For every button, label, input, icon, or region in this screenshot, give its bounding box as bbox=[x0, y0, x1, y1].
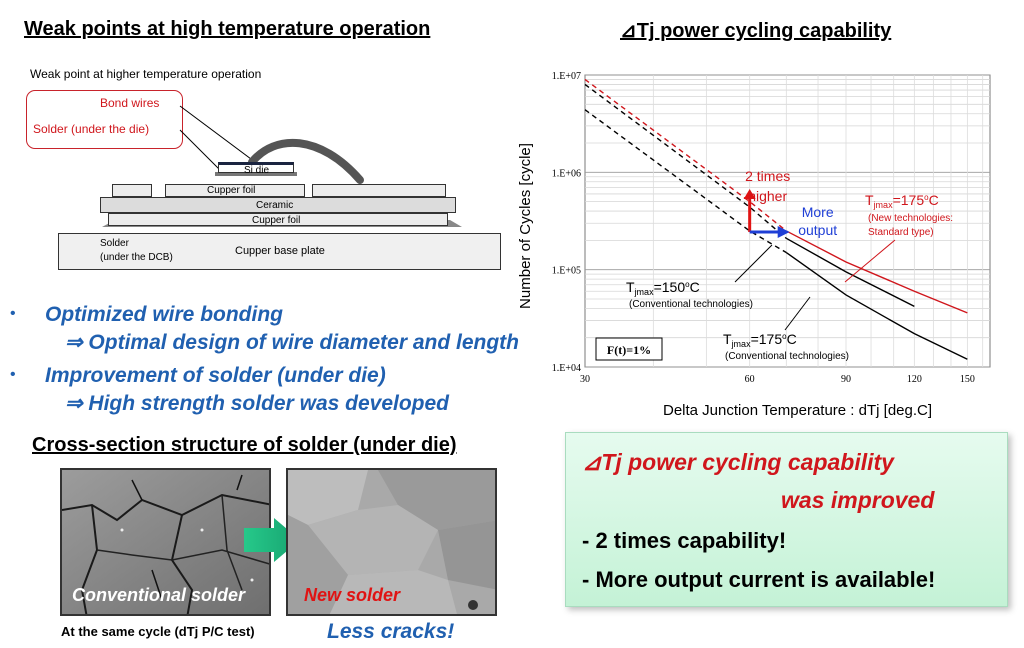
solder-dcb-label-1: Solder bbox=[100, 238, 129, 249]
copper-foil-right bbox=[312, 184, 446, 197]
series-2-extrapolation bbox=[584, 83, 787, 239]
solder-dcb-label-2: (under the DCB) bbox=[100, 252, 173, 263]
y-tick-label: 1.E+06 bbox=[552, 168, 581, 179]
low-series-title-sup: o bbox=[782, 332, 787, 341]
copper-foil-bottom bbox=[108, 213, 448, 226]
new-solder-label: New solder bbox=[304, 585, 401, 605]
more-output-arrowhead bbox=[777, 226, 790, 239]
conventional-solder-image bbox=[62, 470, 269, 614]
red-series-note-1: (New technologies: bbox=[868, 213, 953, 224]
red-series-title-post: =175 bbox=[893, 192, 925, 208]
x-tick-label: 150 bbox=[960, 374, 975, 385]
copper-foil-mid bbox=[165, 184, 305, 197]
two-times-arrowhead bbox=[743, 189, 756, 200]
low-series-title-post: =175 bbox=[751, 331, 783, 347]
series-1-line bbox=[785, 230, 968, 314]
ceramic-layer bbox=[100, 197, 456, 213]
f-label-box bbox=[595, 337, 663, 361]
left-title: Weak points at high temperature operatio… bbox=[24, 18, 431, 40]
bullet-2-main: Improvement of solder (under die) bbox=[45, 364, 386, 387]
summary-line-4: - More output current is available! bbox=[582, 567, 936, 592]
x-tick-label: 120 bbox=[907, 374, 922, 385]
red-series-title-unit: C bbox=[929, 192, 939, 208]
x-axis-label: Delta Junction Temperature : dTj [deg.C] bbox=[663, 402, 932, 419]
new-solder-image bbox=[288, 470, 495, 614]
mid-series-note: (Conventional technologies) bbox=[629, 299, 753, 310]
conventional-solder-label: Conventional solder bbox=[72, 585, 246, 605]
copper-foil-top-label: Cupper foil bbox=[207, 185, 256, 196]
low-series-title-sub: jmax bbox=[731, 339, 752, 349]
mid-series-title-post: =150 bbox=[654, 279, 686, 295]
ceramic-label: Ceramic bbox=[256, 200, 294, 211]
base-plate bbox=[58, 233, 501, 270]
bullet-1-marker: • bbox=[10, 305, 16, 322]
x-tick-label: 30 bbox=[580, 374, 590, 385]
mid-series-title-sub: jmax bbox=[634, 287, 655, 297]
red-series-title-sup: o bbox=[924, 193, 929, 202]
mid-series-title-sup: o bbox=[685, 280, 690, 289]
summary-line-3: - 2 times capability! bbox=[582, 528, 787, 553]
bullet-2-marker: • bbox=[10, 366, 16, 383]
two-times-label-2: higher bbox=[748, 188, 787, 204]
mid-series-title-unit: C bbox=[690, 279, 700, 295]
si-die-label: Si die bbox=[244, 165, 270, 176]
less-cracks-label: Less cracks! bbox=[327, 620, 455, 643]
two-times-label-1: 2 times bbox=[745, 168, 790, 184]
low-series-title-unit: C bbox=[787, 331, 797, 347]
power-cycling-chart: 1.E+04 1.E+05 1.E+06 1.E+07 30 60 90 120 150Delt… bbox=[517, 71, 991, 419]
f-label: F(t)=1% bbox=[607, 343, 651, 357]
series-2-line bbox=[785, 237, 915, 307]
same-cycle-note: At the same cycle (dTj P/C test) bbox=[61, 624, 255, 639]
base-plate-label: Cupper base plate bbox=[235, 245, 325, 257]
si-die bbox=[218, 162, 294, 173]
low-series-note: (Conventional technologies) bbox=[725, 351, 849, 362]
x-tick-label: 60 bbox=[745, 374, 755, 385]
copper-foil-bottom-label: Cupper foil bbox=[252, 215, 301, 226]
callout-bond-wires: Bond wires bbox=[100, 96, 160, 110]
more-output-label-1: More bbox=[802, 204, 834, 220]
diagram-caption: Weak point at higher temperature operati… bbox=[30, 67, 262, 81]
summary-line-1: ⊿Tj power cycling capability bbox=[582, 449, 894, 475]
summary-box: ⊿Tj power cycling capability was improve… bbox=[565, 432, 1008, 607]
bullet-2-sub: ⇒ High strength solder was developed bbox=[65, 392, 449, 415]
callout-solder: Solder (under the die) bbox=[33, 122, 150, 136]
new-solder-photo: New solder bbox=[286, 468, 497, 616]
bond-wire bbox=[248, 138, 364, 184]
bullet-1-sub: ⇒ Optimal design of wire diameter and le… bbox=[65, 331, 519, 354]
y-tick-label: 1.E+05 bbox=[552, 266, 581, 277]
x-tick-label: 90 bbox=[841, 374, 851, 385]
cross-section-title: Cross-section structure of solder (under… bbox=[32, 434, 457, 456]
plot-area bbox=[584, 74, 991, 368]
bullet-1-main: Optimized wire bonding bbox=[45, 303, 283, 326]
series-3-line bbox=[785, 251, 968, 360]
right-title: ⊿Tj power cycling capability bbox=[620, 20, 892, 42]
conventional-solder-photo: Conventional solder bbox=[60, 468, 271, 616]
more-output-label-2: output bbox=[798, 222, 837, 238]
copper-foil-left bbox=[112, 184, 152, 197]
red-series-note-2: Standard type) bbox=[868, 227, 934, 238]
package-diagram: Weak point at higher temperature operati… bbox=[20, 62, 510, 277]
summary-line-2: was improved bbox=[781, 487, 935, 513]
series-1-extrapolation bbox=[584, 78, 787, 232]
weak-point-callout bbox=[26, 90, 183, 149]
y-axis-label: Number of Cycles [cycle] bbox=[517, 143, 534, 309]
red-series-title-sub: jmax bbox=[873, 200, 894, 210]
red-series-leader bbox=[844, 239, 896, 283]
y-tick-label: 1.E+07 bbox=[552, 71, 581, 82]
y-tick-label: 1.E+04 bbox=[552, 363, 581, 374]
mid-series-leader bbox=[734, 244, 773, 283]
low-series-leader bbox=[784, 296, 811, 331]
